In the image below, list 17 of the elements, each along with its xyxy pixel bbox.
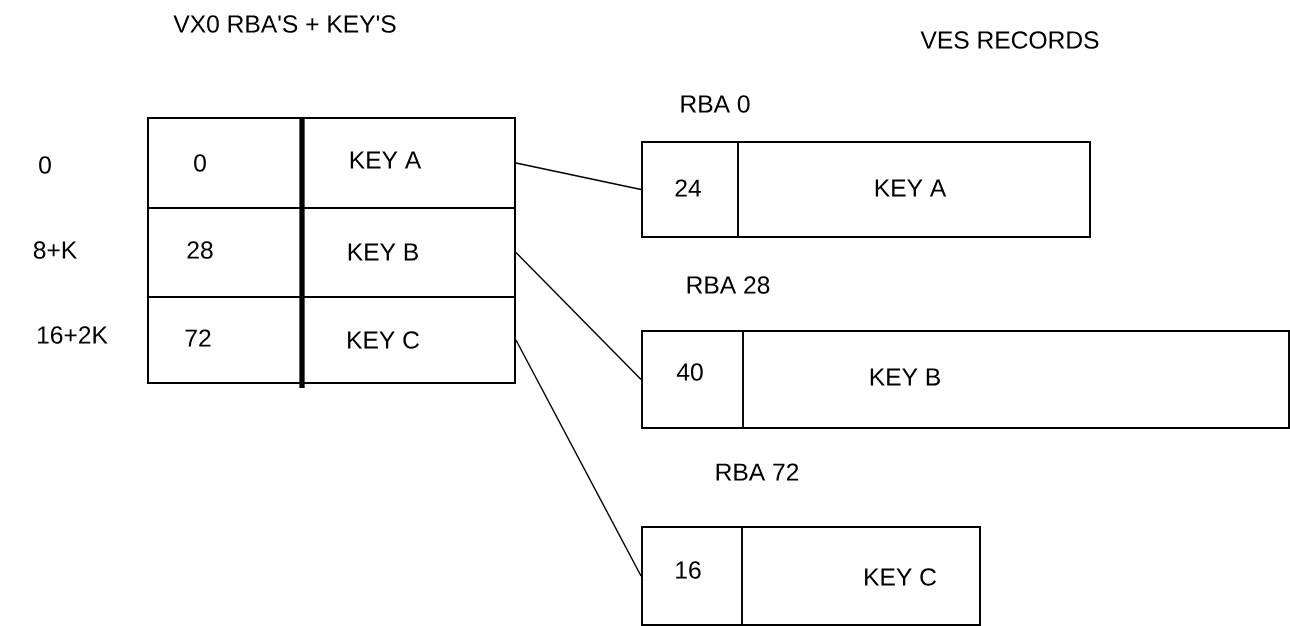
node-label: RBA 0 <box>681 95 750 113</box>
table-row: 8+K 28 KEY B <box>33 207 516 298</box>
table-row: 16+2K 72 KEY C <box>37 296 516 384</box>
connector-line <box>515 339 642 577</box>
record-box: RBA 72 16 KEY C <box>641 463 981 626</box>
node-label: 8+K <box>33 241 77 259</box>
record-box: RBA 28 40 KEY B <box>641 276 1290 429</box>
node-label: 0 <box>39 156 51 174</box>
heading: VES RECORDS <box>920 31 1099 49</box>
table-row: 0 0 KEY A <box>39 117 516 209</box>
connector-line <box>515 251 642 381</box>
node-label: RBA 72 <box>716 463 799 481</box>
node-label: VX0 RBA'S + KEY'S <box>173 15 396 33</box>
record-box: RBA 0 24 KEY A <box>641 95 1091 238</box>
connector-line <box>515 162 642 191</box>
node-label: 16+2K <box>37 326 108 344</box>
node-label: RBA 28 <box>687 276 770 294</box>
